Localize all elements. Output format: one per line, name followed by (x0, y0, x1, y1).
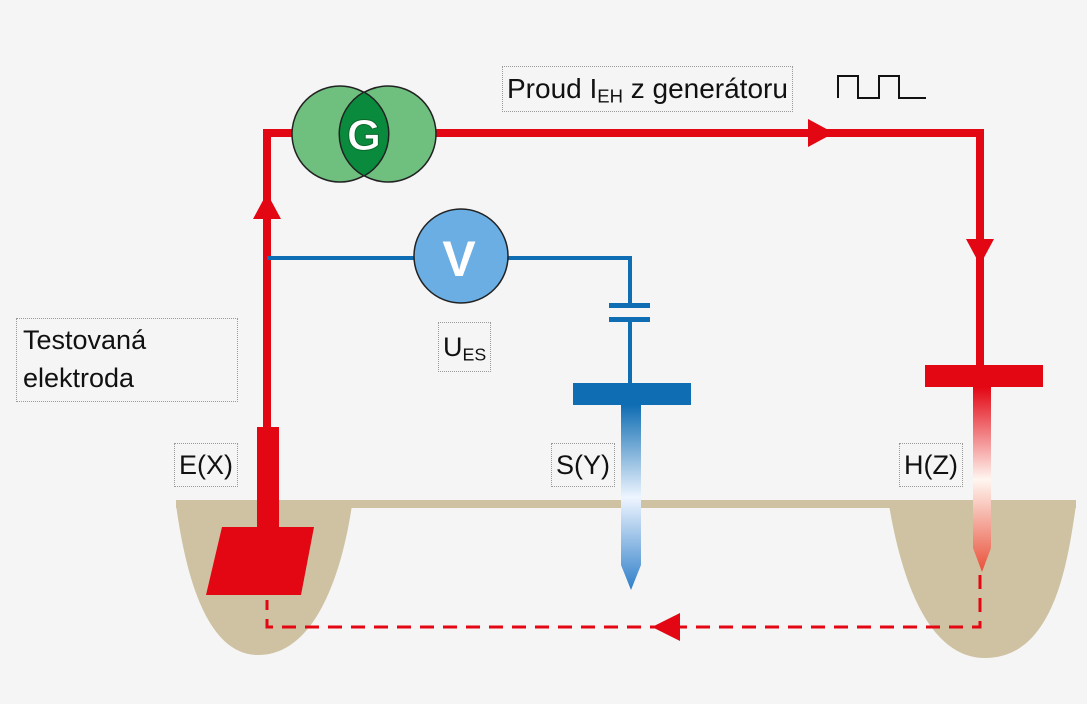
current-label-tail: z generátoru (622, 73, 788, 104)
voltmeter-symbol: V (442, 231, 476, 287)
electrode-h (925, 365, 1043, 572)
current-loop (253, 119, 994, 641)
current-arrow-up (253, 193, 281, 219)
generator-icon: G (291, 85, 437, 183)
square-wave-icon (837, 75, 926, 99)
test-electrode-line1: Testovaná (23, 325, 147, 355)
current-label: Proud IEH z generátoru (502, 66, 793, 112)
current-label-subscript: EH (597, 85, 623, 107)
electrode-e (206, 427, 314, 595)
voltage-label: UES (438, 322, 492, 372)
current-label-main: Proud I (507, 73, 598, 104)
test-electrode-label: Testovaná elektroda (16, 318, 238, 402)
current-arrow-right (808, 119, 834, 147)
electrode-h-label: H(Z) (899, 443, 963, 487)
generator-symbol: G (347, 111, 381, 160)
voltage-circuit (267, 256, 650, 385)
electrode-s (573, 383, 691, 590)
electrode-e-label: E(X) (174, 443, 238, 487)
capacitor-icon (609, 303, 650, 322)
voltage-label-subscript: ES (462, 344, 487, 365)
voltage-label-main: U (443, 332, 463, 362)
current-arrow-down (966, 239, 994, 265)
test-electrode-line2: elektroda (23, 363, 135, 393)
electrode-s-label: S(Y) (551, 443, 615, 487)
voltmeter-icon: V (413, 208, 509, 304)
return-current-arrow (652, 613, 680, 641)
